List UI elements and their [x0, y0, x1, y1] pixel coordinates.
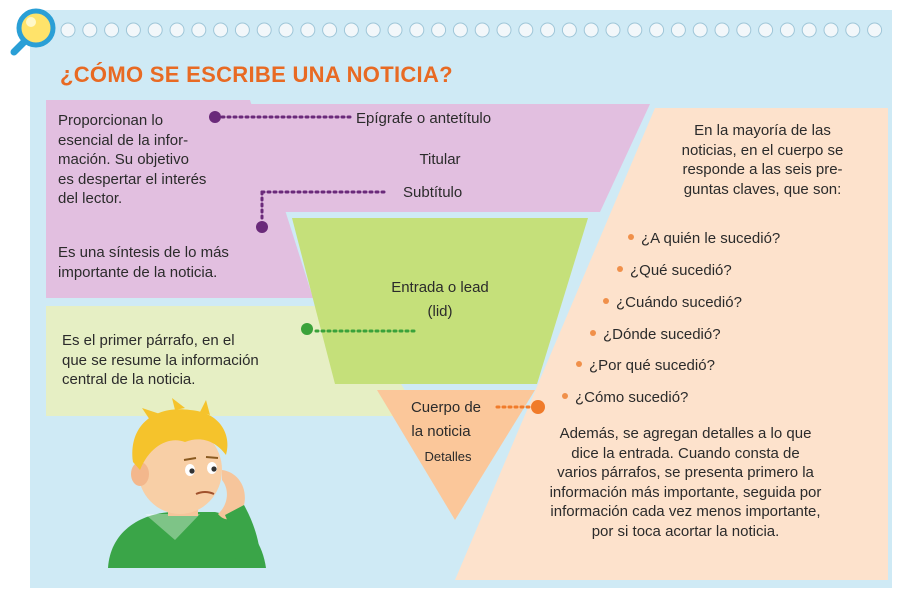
header-dot	[60, 22, 76, 38]
epigrafe-label: Epígrafe o antetítulo	[356, 110, 492, 127]
text-line: esencial de la infor-	[58, 131, 189, 149]
header-dot	[452, 22, 468, 38]
dotted-header-border	[60, 22, 883, 38]
header-dot	[540, 22, 556, 38]
detalles-label: Detalles	[424, 449, 472, 464]
magnifier-icon	[10, 8, 56, 56]
text-line: Es una síntesis de lo más	[58, 244, 229, 261]
header-dot	[670, 22, 686, 38]
page-title: ¿CÓMO SE ESCRIBE UNA NOTICIA?	[60, 62, 453, 87]
text-line: dice la entrada. Cuando consta de	[571, 444, 800, 462]
peach-note-box	[455, 108, 888, 580]
lid-label: (lid)	[427, 303, 453, 320]
header-dot	[496, 22, 512, 38]
text-line: Además, se agregan detalles a lo que	[559, 425, 812, 442]
text-line: es despertar el interés	[58, 170, 207, 188]
question-item: ¿Por qué sucedió?	[576, 357, 715, 374]
header-dot	[300, 22, 316, 38]
text-line: mación. Su objetivo	[58, 151, 189, 168]
cuerpo-connector-dot	[531, 400, 545, 414]
bullet-icon	[576, 361, 582, 367]
header-dot	[823, 22, 839, 38]
header-dot	[82, 22, 98, 38]
header-dot	[758, 22, 774, 38]
green-note-text: Es el primer párrafo, en el que se resum…	[62, 331, 352, 390]
header-dot	[518, 22, 534, 38]
header-dot	[692, 22, 708, 38]
header-dot	[213, 22, 229, 38]
bullet-icon	[590, 330, 596, 336]
header-dot	[104, 22, 120, 38]
bullet-icon	[617, 266, 623, 272]
header-dot	[365, 22, 381, 38]
header-dot	[627, 22, 643, 38]
text-line: que se resume la información	[62, 351, 259, 369]
text-line: importante de la noticia.	[58, 263, 218, 281]
header-dot	[867, 22, 883, 38]
header-dot	[474, 22, 490, 38]
peach-note-outro: Además, se agregan detalles a lo que dic…	[488, 424, 883, 541]
text-line: información más importante, seguida por	[549, 483, 822, 501]
purple-note-box	[46, 100, 313, 298]
header-dot	[256, 22, 272, 38]
bullet-icon	[628, 234, 634, 240]
cuerpo-label-line1: Cuerpo de	[410, 399, 482, 416]
text-line: responde a las seis pre-	[682, 161, 843, 178]
purple-note-subtext: Es una síntesis de lo más importante de …	[58, 243, 298, 282]
bullet-icon	[603, 298, 609, 304]
header-dot	[147, 22, 163, 38]
entrada-connector-dot	[301, 323, 313, 335]
header-dot	[125, 22, 141, 38]
header-dot	[431, 22, 447, 38]
header-dot	[736, 22, 752, 38]
peach-note-intro: En la mayoría de las noticias, en el cue…	[640, 121, 885, 199]
cuerpo-label-line2: la noticia	[411, 423, 471, 440]
header-dot	[343, 22, 359, 38]
header-dot	[714, 22, 730, 38]
text-line: información cada vez menos importante,	[550, 503, 821, 520]
header-dot	[561, 22, 577, 38]
text-line: En la mayoría de las	[694, 122, 831, 139]
titular-label: Titular	[419, 151, 461, 168]
text-line: noticias, en el cuerpo se	[681, 141, 844, 159]
text-line: Proporcionan lo	[58, 112, 164, 129]
header-dot	[234, 22, 250, 38]
header-dot	[801, 22, 817, 38]
text-line: central de la noticia.	[62, 371, 196, 388]
header-dot	[779, 22, 795, 38]
header-dot	[322, 22, 338, 38]
entrada-label: Entrada o lead	[391, 279, 489, 296]
bullet-icon	[562, 393, 568, 399]
header-dot	[605, 22, 621, 38]
header-dot	[583, 22, 599, 38]
header-dot	[191, 22, 207, 38]
epigrafe-connector-dot	[209, 111, 221, 123]
pyramid-body-section	[377, 390, 535, 520]
purple-note-text: Proporcionan lo esencial de la infor- ma…	[58, 111, 248, 209]
header-dot	[278, 22, 294, 38]
header-dot	[649, 22, 665, 38]
question-item: ¿Qué sucedió?	[617, 262, 732, 279]
text-line: Es el primer párrafo, en el	[62, 332, 235, 349]
question-item: ¿Cómo sucedió?	[562, 389, 688, 406]
question-item: ¿Cuándo sucedió?	[603, 294, 742, 311]
subtitulo-connector-dot	[256, 221, 268, 233]
pyramid-header-section	[245, 104, 650, 212]
text-line: por si toca acortar la noticia.	[591, 522, 780, 540]
text-line: varios párrafos, se presenta primero la	[557, 464, 814, 481]
subtitulo-label: Subtítulo	[403, 184, 463, 201]
header-dot	[169, 22, 185, 38]
text-line: guntas claves, que son:	[683, 180, 842, 198]
header-dot	[845, 22, 861, 38]
question-item: ¿A quién le sucedió?	[628, 230, 780, 247]
text-line: del lector.	[58, 190, 123, 207]
header-dot	[409, 22, 425, 38]
question-item: ¿Dónde sucedió?	[590, 326, 721, 343]
pyramid-lead-section	[292, 218, 588, 384]
header-dot	[387, 22, 403, 38]
